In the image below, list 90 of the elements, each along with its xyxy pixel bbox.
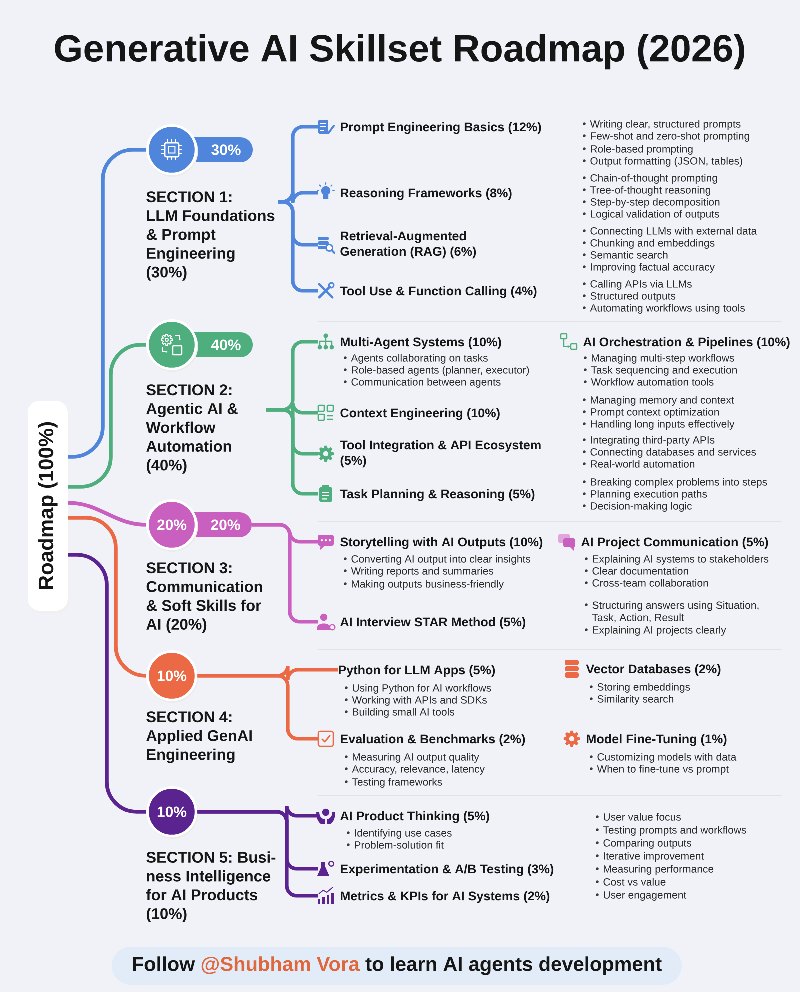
list-item: Customizing models with data <box>598 753 737 763</box>
list-item: Calling APIs via LLMs <box>590 280 692 290</box>
section-title: SECTION 2: Agentic AI & Workflow Automation (40%) <box>146 384 238 474</box>
connector-line <box>266 408 318 496</box>
list-item: Managing multi-step workflows <box>592 354 734 364</box>
topic-heading: Vector Databases (2%) <box>586 664 721 676</box>
list-item: Identifying use cases <box>355 829 452 839</box>
list-item: Breaking complex problems into steps <box>591 478 768 488</box>
topic-heading: Python for LLM Apps (5%) <box>339 665 496 678</box>
list-item: Storing embeddings <box>598 683 690 693</box>
topic-heading: AI Project Communication (5%) <box>582 537 768 550</box>
list-item: When to fine-tune vs prompt <box>597 765 729 775</box>
list-item: Improving factual accuracy <box>591 263 716 273</box>
connector-line <box>278 200 318 293</box>
list-item: Agents collaborating on tasks <box>351 354 488 364</box>
list-item: Workflow automation tools <box>591 378 714 386</box>
connector-line <box>198 810 318 898</box>
topic-heading: Evaluation & Benchmarks (2%) <box>318 730 526 748</box>
topic-heading: AI Orchestration & Pipelines (10%) <box>584 337 790 350</box>
list-item: Communication between agents <box>352 378 501 388</box>
topic-heading: Context Engineering (10%) <box>318 404 500 422</box>
title: Generative AI Skillset Roadmap (2026) <box>55 34 744 70</box>
list-item: Prompt context optimization <box>591 408 720 418</box>
list-item: Problem-solution fit <box>355 841 444 849</box>
list-item: Automating workflows using tools <box>590 304 746 314</box>
list-item: Converting AI output into clear insights <box>352 555 531 565</box>
connector-line <box>68 148 146 459</box>
connector-line <box>68 501 146 527</box>
section-title: SECTION 1: LLM Foundations & Prompt Engineering (30%) <box>146 192 275 281</box>
list-item: Step-by-step decomposition <box>590 198 720 208</box>
list-item: Output formatting (JSON, tables) <box>590 157 742 167</box>
section-badge: 10% <box>146 650 198 703</box>
list-item: Working with APIs and SDKs <box>352 696 487 706</box>
list-item: Logical validation of outputs <box>591 210 720 220</box>
list-item: Chunking and embeddings <box>590 239 715 249</box>
list-item: Comparing outputs <box>604 839 692 849</box>
list-item: Writing reports and summaries <box>351 567 494 577</box>
list-item: Using Python for AI workflows <box>353 684 492 694</box>
list-item: Measuring performance <box>604 865 714 875</box>
list-item: Explaining AI projects clearly <box>593 626 726 636</box>
list-item: Cost vs value <box>604 878 666 886</box>
connector-line <box>68 343 146 489</box>
list-item: Few-shot and zero-shot prompting <box>591 132 750 142</box>
list-item: Clear documentation <box>592 567 688 575</box>
section-title: SECTION 5: Busi- ness Intelligence for AI Products (10%) <box>146 852 276 922</box>
list-item: Writing clear, structured prompts <box>590 120 741 130</box>
list-item: Decision-making logic <box>591 502 692 512</box>
list-item: Planning execution paths <box>591 490 708 500</box>
list-item: Testing prompts and workflows <box>603 826 746 836</box>
list-item: Structured outputs <box>590 292 676 302</box>
list-item: Testing frameworks <box>352 778 442 788</box>
section-title: SECTION 4: Applied GenAI Engineering <box>146 712 252 764</box>
list-item: Connecting databases and services <box>590 448 756 458</box>
footer-banner: Follow @Shubham Vora to learn AI agents development <box>112 947 682 985</box>
list-item: Tree-of-thought reasoning <box>590 186 711 196</box>
topic-heading: Model Fine-Tuning (1%) <box>587 734 727 746</box>
list-item: Explaining AI systems to stakeholders <box>593 555 769 565</box>
list-item: Role-based agents (planner, executor) <box>352 366 530 376</box>
list-item: Integrating third-party APIs <box>591 436 715 446</box>
list-item: Connecting LLMs with external data <box>590 227 758 237</box>
list-item: Role-based prompting <box>591 145 693 155</box>
section-badge: 10% <box>146 786 198 839</box>
section-badge: 20% 20% <box>146 500 252 552</box>
list-item: Accuracy, relevance, latency <box>352 765 486 775</box>
node-label: 20% <box>211 520 240 530</box>
list-item: Semantic search <box>590 251 668 259</box>
connector-line <box>68 516 148 678</box>
list-item: User engagement <box>604 892 687 901</box>
connector-line <box>198 674 318 741</box>
connector-line <box>252 523 318 624</box>
section-badge: 30% <box>146 124 253 177</box>
topic-heading: Task Planning & Reasoning (5%) <box>320 485 535 502</box>
list-item: Task sequencing and execution <box>591 366 738 376</box>
list-item: Iterative improvement <box>604 852 704 862</box>
topic-heading: Tool Integration & API Ecosystem (5%) <box>318 440 541 468</box>
section-title: SECTION 3: Communication & Soft Skills for AI (20%) <box>146 562 262 634</box>
list-item: Similarity search <box>598 695 674 705</box>
list-item: Chain-of-thought prompting <box>590 174 718 184</box>
list-item: Handling long inputs effectively <box>591 420 735 430</box>
list-item: Building small AI tools <box>353 708 454 718</box>
list-item: Measuring AI output quality <box>353 753 480 763</box>
section-badge: 40% <box>146 320 253 372</box>
root-box: Roadmap (100%) <box>28 401 70 614</box>
list-item: Structuring answers using Situation, Task, Action, Result <box>592 601 759 623</box>
list-item: Managing memory and context <box>591 396 734 406</box>
list-item: Real-world automation <box>591 460 695 468</box>
list-item: User value focus <box>604 813 681 821</box>
connector-line <box>68 553 146 814</box>
list-item: Cross-team collaboration <box>592 579 708 587</box>
list-item: Making outputs business-friendly <box>352 580 504 590</box>
